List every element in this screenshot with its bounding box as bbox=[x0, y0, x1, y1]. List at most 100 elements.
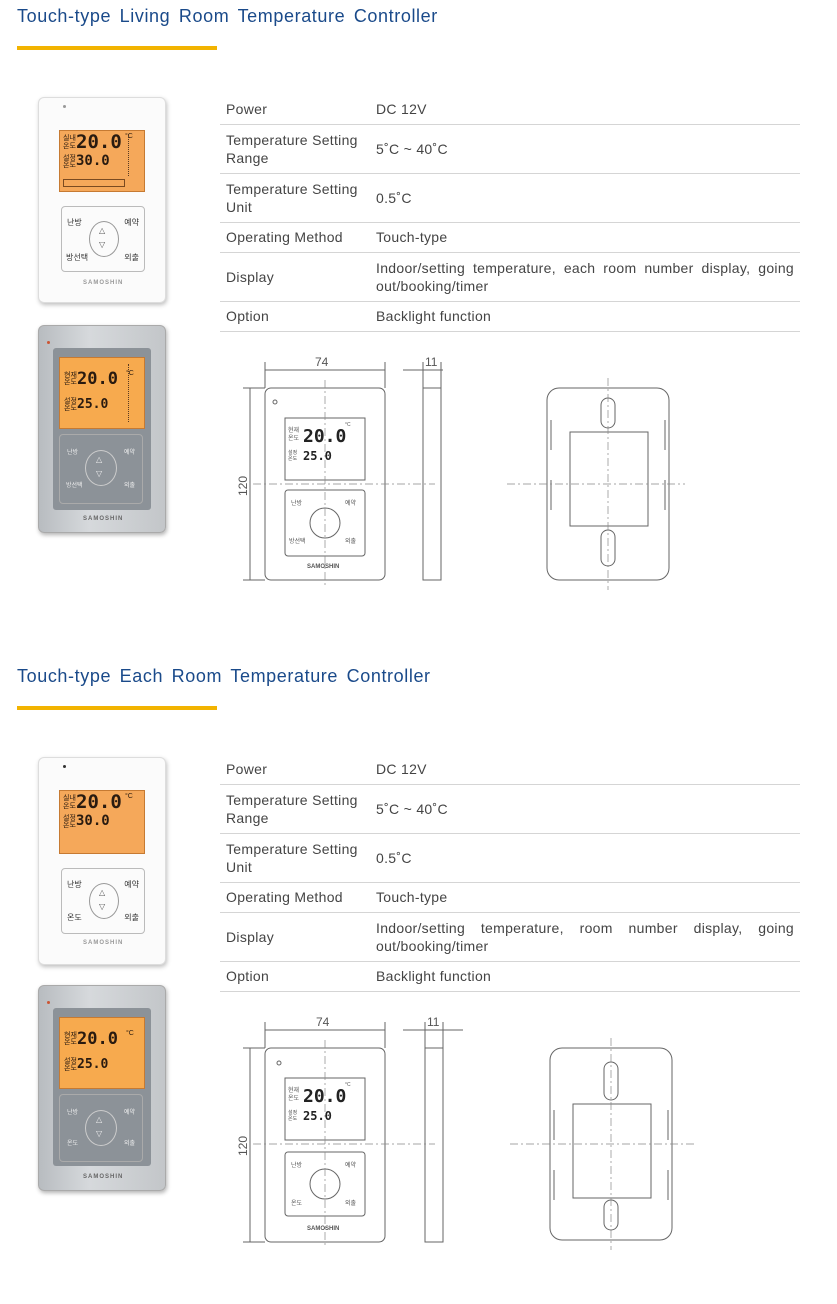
lcd-unit: °C bbox=[125, 793, 133, 800]
lcd-set-temp: 30.0 bbox=[76, 813, 110, 829]
spec-value: Indoor/setting temperature, room number … bbox=[376, 919, 794, 954]
temp-key-label: 온도 bbox=[67, 1141, 79, 1147]
drawing-lcd-label: 설정 bbox=[288, 1109, 297, 1116]
drawing-key-label: 난방 bbox=[291, 1161, 303, 1169]
spec-value: DC 12V bbox=[376, 761, 427, 778]
spec-value: 0.5˚C bbox=[376, 189, 412, 206]
drawing-set-temp: 25.0 bbox=[303, 1109, 332, 1123]
reserve-key-label: 예약 bbox=[123, 1110, 135, 1116]
temp-key-label: 온도 bbox=[67, 913, 82, 922]
drawing-key-label: 외출 bbox=[345, 537, 357, 545]
front-view-led bbox=[272, 399, 278, 405]
dimension-drawing: 74 11 120 현재 온도 20.0 °C 설정 온도 25.0 난방 예약… bbox=[236, 355, 685, 590]
spec-value: Touch-type bbox=[376, 889, 448, 905]
drawing-set-temp: 25.0 bbox=[303, 449, 332, 463]
spec-label: Option bbox=[226, 968, 270, 984]
touch-keypad: 난방 예약 온도 외출 △ ▽ bbox=[59, 1094, 143, 1162]
lcd-room-indicators bbox=[128, 134, 141, 176]
silver-controller-image: 현재 온도 20.0 °C 설정 온도 25.0 난방 예약 온도 외출 △ ▽… bbox=[38, 985, 166, 1191]
width-label: 74 bbox=[316, 1015, 330, 1029]
drawing-lcd-label: 온도 bbox=[288, 435, 300, 442]
arrow-up-icon: △ bbox=[96, 455, 103, 464]
spec-label: Display bbox=[226, 268, 275, 285]
side-view-outline bbox=[422, 387, 442, 581]
height-label: 120 bbox=[236, 476, 250, 496]
dimension-drawing: 74 11 120 현재 온도 20.0 °C 설정 온도 25.0 난방 예약… bbox=[236, 1015, 695, 1250]
lcd-current-temp: 20.0 bbox=[76, 131, 122, 153]
lcd-screen: 실내 온도 20.0 °C 설정 온도 30.0 bbox=[59, 790, 145, 854]
lcd-unit: °C bbox=[126, 370, 134, 377]
status-led bbox=[47, 1001, 50, 1004]
width-label: 74 bbox=[315, 355, 329, 369]
lcd-set-temp: 25.0 bbox=[77, 1057, 109, 1072]
lcd-label: 실내 bbox=[63, 135, 76, 142]
spec-value: Touch-type bbox=[376, 229, 448, 245]
lcd-screen: 현재 온도 20.0 °C 설정 온도 25.0 bbox=[59, 357, 145, 429]
heating-key-label: 난방 bbox=[67, 1110, 79, 1116]
drawing-current-temp: 20.0 bbox=[303, 426, 346, 447]
lcd-label: 설정 bbox=[63, 815, 76, 822]
spec-row: Temperature Setting Range 5˚C ~ 40˚C bbox=[220, 124, 800, 173]
drawing-key-label: 예약 bbox=[345, 1161, 357, 1169]
lcd-set-temp: 30.0 bbox=[76, 153, 110, 169]
lcd-label: 실내 bbox=[63, 795, 76, 802]
heating-key-label: 난방 bbox=[67, 450, 79, 456]
lcd-label: 온도 bbox=[63, 162, 76, 169]
arrow-up-icon: △ bbox=[99, 226, 106, 235]
spec-row: Power DC 12V bbox=[220, 755, 800, 784]
drawing-brand: SAMOSHIN bbox=[307, 1226, 339, 1232]
section-title: Touch-type Living Room Temperature Contr… bbox=[17, 6, 438, 26]
title-underline bbox=[17, 706, 217, 710]
drawing-key-label: 온도 bbox=[291, 1200, 303, 1207]
lcd-screen: 현재 온도 20.0 °C 설정 온도 25.0 bbox=[59, 1017, 145, 1089]
room-select-key-label: 방선택 bbox=[66, 253, 89, 262]
away-key-label: 외출 bbox=[124, 253, 139, 262]
spec-value: 0.5˚C bbox=[376, 849, 412, 866]
reserve-key-label: 예약 bbox=[123, 450, 135, 456]
touch-keypad: 난방 예약 방선택 외출 △ ▽ bbox=[61, 206, 145, 272]
lcd-status-row bbox=[63, 179, 125, 187]
away-key-label: 외출 bbox=[124, 913, 139, 922]
drawing-unit: °C bbox=[345, 1082, 351, 1088]
spec-label: Temperature Setting Unit bbox=[226, 180, 358, 215]
lcd-label: 온도 bbox=[64, 379, 77, 386]
lcd-set-temp: 25.0 bbox=[77, 397, 109, 412]
status-led bbox=[47, 341, 50, 344]
spec-row: Operating Method Touch-type bbox=[220, 222, 800, 252]
drawing-lcd-label: 온도 bbox=[288, 456, 298, 462]
section-title: Touch-type Each Room Temperature Control… bbox=[17, 666, 431, 686]
living-room-controller-section: Touch-type Living Room Temperature Contr… bbox=[0, 0, 837, 640]
spec-value: 5˚C ~ 40˚C bbox=[376, 140, 448, 157]
lcd-label: 설정 bbox=[64, 1058, 77, 1065]
white-controller-image: 실내 온도 20.0 °C 설정 온도 30.0 난방 예약 방선택 외출 △ … bbox=[38, 97, 166, 303]
reserve-key-label: 예약 bbox=[124, 880, 139, 889]
arrow-down-icon: ▽ bbox=[96, 1129, 103, 1138]
lcd-label: 온도 bbox=[64, 405, 77, 412]
depth-label: 11 bbox=[427, 1015, 440, 1029]
heating-key-label: 난방 bbox=[67, 880, 82, 889]
arrow-down-icon: ▽ bbox=[99, 240, 106, 249]
white-controller-image: 실내 온도 20.0 °C 설정 온도 30.0 난방 예약 온도 외출 △ ▽… bbox=[38, 757, 166, 965]
lcd-label: 현재 bbox=[64, 372, 77, 379]
depth-label: 11 bbox=[425, 355, 438, 369]
back-view-cutout bbox=[572, 1103, 652, 1199]
lcd-label: 온도 bbox=[63, 803, 76, 810]
up-down-dial: △ ▽ bbox=[85, 1110, 117, 1146]
drawing-key-label: 난방 bbox=[291, 499, 303, 507]
spec-label: Operating Method bbox=[226, 229, 343, 245]
lcd-label: 온도 bbox=[64, 1065, 77, 1072]
lcd-unit: °C bbox=[126, 1030, 134, 1037]
spec-label: Temperature Setting Range bbox=[226, 131, 358, 166]
brand-logo: SAMOSHIN bbox=[83, 940, 124, 946]
away-key-label: 외출 bbox=[123, 1141, 135, 1147]
spec-label: Power bbox=[226, 761, 268, 778]
lcd-current-temp: 20.0 bbox=[77, 1029, 118, 1049]
drawing-lcd-label: 온도 bbox=[288, 1095, 300, 1102]
drawing-key-label: 방선택 bbox=[289, 537, 306, 545]
